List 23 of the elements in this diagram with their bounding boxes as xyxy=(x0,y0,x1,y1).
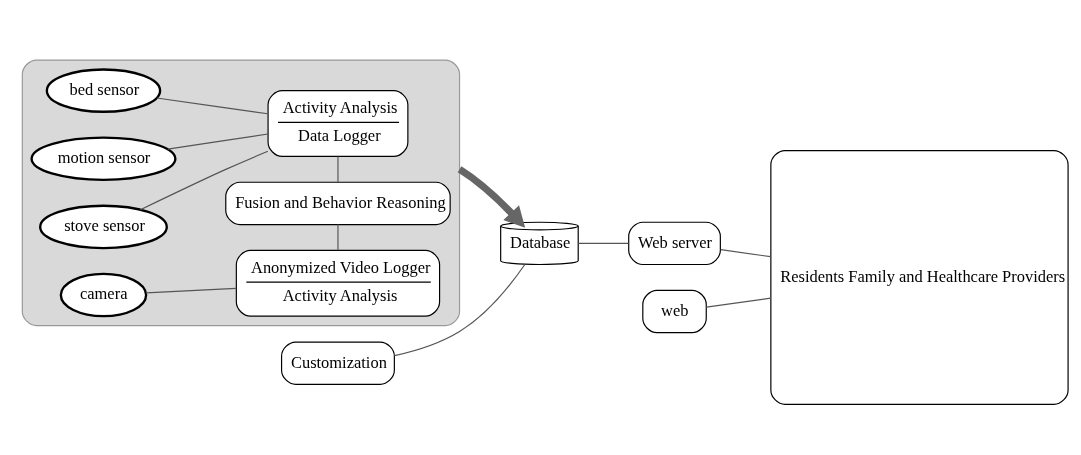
node-box: Activity Analysis Data Logger xyxy=(267,90,409,157)
connector xyxy=(156,97,269,115)
node-ellipse: motion sensor xyxy=(30,136,177,182)
node-box: Anonymized Video Logger Activity Analysis xyxy=(235,249,441,317)
arrow xyxy=(457,166,526,228)
node-ellipse: stove sensor xyxy=(39,204,168,250)
cluster xyxy=(21,59,461,327)
node-box: Fusion and Behavior Reasoning xyxy=(225,181,451,226)
connector xyxy=(337,155,339,183)
node-ellipse: camera xyxy=(59,272,148,318)
node-box: Web server xyxy=(628,221,721,266)
connector xyxy=(167,133,269,150)
node-box: Residents Family and Healthcare Providers xyxy=(770,149,1069,405)
connector xyxy=(705,297,772,308)
connector xyxy=(577,242,630,244)
connector xyxy=(337,224,339,251)
connector xyxy=(139,150,269,211)
node-box: Customization xyxy=(281,341,395,385)
node-box: web xyxy=(642,289,707,334)
connector xyxy=(145,287,237,294)
node-ellipse: bed sensor xyxy=(45,68,162,113)
connector xyxy=(720,249,772,258)
connector xyxy=(394,264,526,357)
